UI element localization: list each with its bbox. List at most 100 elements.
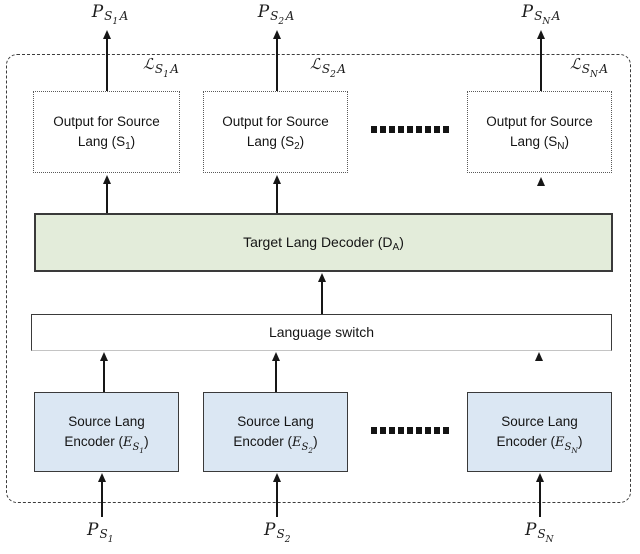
math-sub: S xyxy=(321,62,331,76)
label-text: Lang (S xyxy=(509,134,558,149)
arrowhead-up-icon xyxy=(536,177,545,186)
label-text: ) xyxy=(313,433,318,449)
decoder-label: Target Lang Decoder (DA) xyxy=(243,232,404,253)
arrowhead-up-icon xyxy=(99,352,108,361)
math-var: E xyxy=(291,434,302,450)
math-subsub: 2 xyxy=(330,70,336,80)
label-text: Encoder ( xyxy=(64,433,123,449)
ellipsis-output-row xyxy=(371,126,451,133)
output-box-line1: Output for Source xyxy=(222,113,329,129)
output-box-line2: Lang (S2) xyxy=(247,132,304,152)
math-subsub: 2 xyxy=(284,535,291,545)
math-sub: S xyxy=(301,441,309,453)
math-subscript: S2 xyxy=(301,441,314,455)
math-subsub: 2 xyxy=(308,445,314,455)
encoder-box-line2: Encoder (ESN) xyxy=(496,432,583,455)
math-base: ℒ xyxy=(310,55,321,73)
arrowhead-up-icon xyxy=(317,273,326,282)
arrow-decoder-to-output2 xyxy=(276,182,278,213)
math-base: P xyxy=(524,520,537,540)
math-base: P xyxy=(264,520,276,540)
arrow-output2-to-prob2 xyxy=(276,37,278,91)
label-subscript: N xyxy=(557,141,565,152)
language-switch-box: Language switch xyxy=(31,314,612,351)
output-box-line1: Output for Source xyxy=(486,113,593,129)
math-subsub: N xyxy=(542,17,551,27)
math-base: P xyxy=(257,2,270,22)
decoder-box: Target Lang Decoder (DA) xyxy=(34,213,613,272)
math-base: P xyxy=(521,2,534,22)
math-tail: A xyxy=(170,62,179,76)
label-subscript: 2 xyxy=(294,141,300,152)
language-switch-label: Language switch xyxy=(268,324,375,340)
math-sub: S xyxy=(276,527,285,541)
encoder-box-line1: Source Lang xyxy=(501,413,578,429)
math-sub: S xyxy=(537,527,546,541)
arrowhead-up-icon xyxy=(272,473,281,482)
math-sub: S xyxy=(104,9,113,23)
output-box-line2: Lang (SN) xyxy=(510,132,569,152)
math-subsub: 2 xyxy=(278,17,285,27)
math-subsub: N xyxy=(590,70,598,80)
label-text: Encoder ( xyxy=(496,433,556,449)
arrowhead-up-icon xyxy=(271,352,280,361)
encoder-box-s1: Source Lang Encoder (ES1) xyxy=(34,392,179,472)
math-sub: S xyxy=(99,527,108,541)
arrow-switch-to-decoder xyxy=(321,280,323,314)
math-subsub: N xyxy=(545,535,554,545)
math-subscript: S2 xyxy=(276,527,291,545)
arrowhead-up-icon xyxy=(102,30,111,39)
math-tail: A xyxy=(119,9,129,23)
math-tail: A xyxy=(551,9,561,23)
label-text: ) xyxy=(299,134,305,149)
label-subscript: A xyxy=(392,242,400,253)
arrowhead-up-icon xyxy=(102,175,111,184)
encoder-box-line2: Encoder (ES2) xyxy=(233,432,318,455)
label-text: ) xyxy=(144,433,149,449)
math-base: ℒ xyxy=(569,55,581,73)
math-sub: S xyxy=(534,9,543,23)
arrowhead-up-icon xyxy=(535,473,544,482)
math-sub: S xyxy=(270,9,279,23)
arrowhead-up-icon xyxy=(272,175,281,184)
arrowhead-up-icon xyxy=(536,30,545,39)
math-subscript: S1 xyxy=(132,441,145,455)
math-subsub: 1 xyxy=(163,70,169,80)
output-box-s2: Output for Source Lang (S2) xyxy=(203,91,348,173)
math-tail: A xyxy=(285,9,295,23)
arrow-input2-to-encoder2 xyxy=(276,480,278,517)
math-sub: S xyxy=(132,441,140,453)
math-tail: A xyxy=(599,62,609,76)
output-box-s1: Output for Source Lang (S1) xyxy=(33,91,180,173)
math-subsub: 1 xyxy=(139,445,145,455)
math-sub: S xyxy=(154,62,164,76)
output-box-line2: Lang (S1) xyxy=(78,132,135,152)
math-subsub: 1 xyxy=(112,17,119,27)
label-text: ) xyxy=(564,134,570,149)
math-subsub: 1 xyxy=(107,535,114,545)
encoder-box-line1: Source Lang xyxy=(68,413,145,429)
label-subscript: 1 xyxy=(125,141,131,152)
arrowhead-up-icon xyxy=(97,473,106,482)
label-text: ) xyxy=(130,134,136,149)
arrowhead-up-icon xyxy=(272,30,281,39)
encoder-box-line1: Source Lang xyxy=(237,413,314,429)
encoder-box-s2: Source Lang Encoder (ES2) xyxy=(203,392,348,472)
math-base: P xyxy=(87,520,99,540)
arrowhead-up-icon xyxy=(534,352,543,361)
math-subscript: SN xyxy=(537,527,555,545)
math-base: ℒ xyxy=(143,55,154,73)
math-subscript: S1 xyxy=(99,527,114,545)
